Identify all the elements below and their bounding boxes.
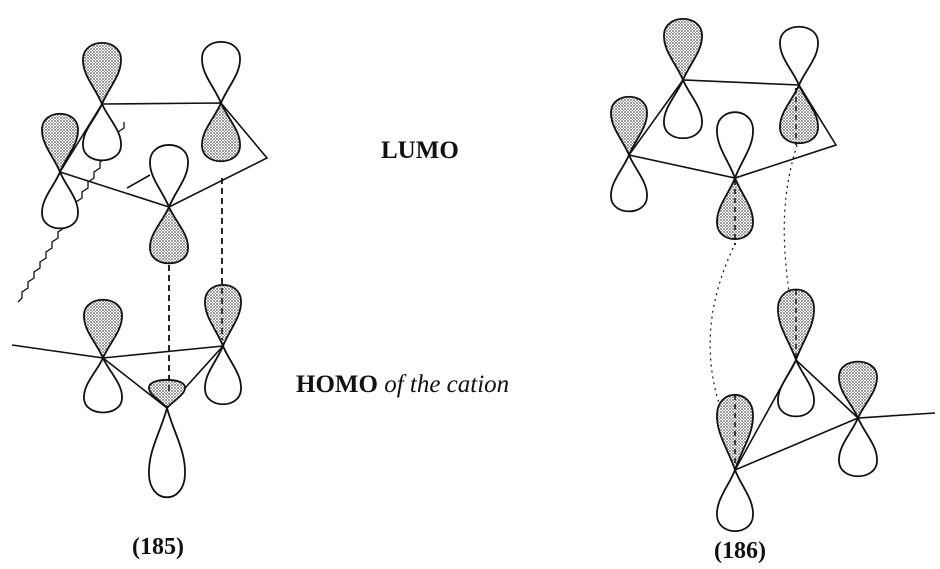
p-orbital-lobe: [610, 152, 648, 213]
p-orbital-lobe: [779, 26, 819, 88]
lumo-label: LUMO: [381, 137, 459, 164]
p-orbital-lobe-shaded: [83, 299, 123, 361]
p-orbital-lobe-shaded: [41, 113, 79, 175]
homo-label-suffix: of the cation: [384, 371, 510, 398]
wavy-bond-stub: [126, 174, 151, 189]
homo-label: HOMO of the cation: [296, 371, 509, 399]
homo-label-main: HOMO: [296, 371, 378, 398]
p-orbital-lobe: [204, 343, 242, 405]
p-orbital-small-lobe-shaded: [148, 378, 186, 410]
ring-bond-lower: [734, 358, 936, 471]
ring-bond-lower-2: [734, 417, 859, 471]
p-orbital-lobe-shaded: [82, 42, 122, 107]
ring-bond-lower: [11, 344, 224, 410]
bond-overlay: [168, 88, 797, 468]
p-orbital-lobe-shaded: [779, 82, 819, 144]
p-orbital-lobe: [41, 169, 79, 230]
compound-185-label: (185): [132, 534, 184, 560]
p-orbital-lobe: [149, 144, 189, 210]
p-orbital-lobe-shaded: [838, 360, 878, 421]
compound-186-label: (186): [714, 538, 766, 564]
p-orbital-lobe: [201, 41, 241, 106]
p-orbital-lobe-shaded: [201, 100, 241, 162]
p-orbital-lobe-shaded: [610, 96, 648, 158]
p-orbital-lobe-shaded: [149, 204, 189, 265]
p-orbital-lobe: [716, 111, 754, 181]
interaction-curve: [783, 144, 798, 341]
ring-bond-upper: [628, 79, 838, 179]
p-orbital-lobe-shaded: [204, 284, 242, 349]
p-orbital-lobe: [838, 415, 878, 477]
p-orbital-lobe: [716, 467, 754, 532]
orbital-lobes: [41, 18, 878, 532]
p-orbital-lobe: [777, 357, 815, 418]
p-orbital-lobe: [83, 355, 123, 414]
p-orbital-lobe: [663, 77, 703, 139]
ring-bond-lower-2: [102, 345, 224, 359]
p-orbital-small-lobe: [148, 404, 186, 499]
p-orbital-lobe-shaded: [663, 18, 703, 83]
p-orbital-lobe-shaded: [777, 288, 815, 363]
p-orbital-lobe: [82, 101, 122, 162]
